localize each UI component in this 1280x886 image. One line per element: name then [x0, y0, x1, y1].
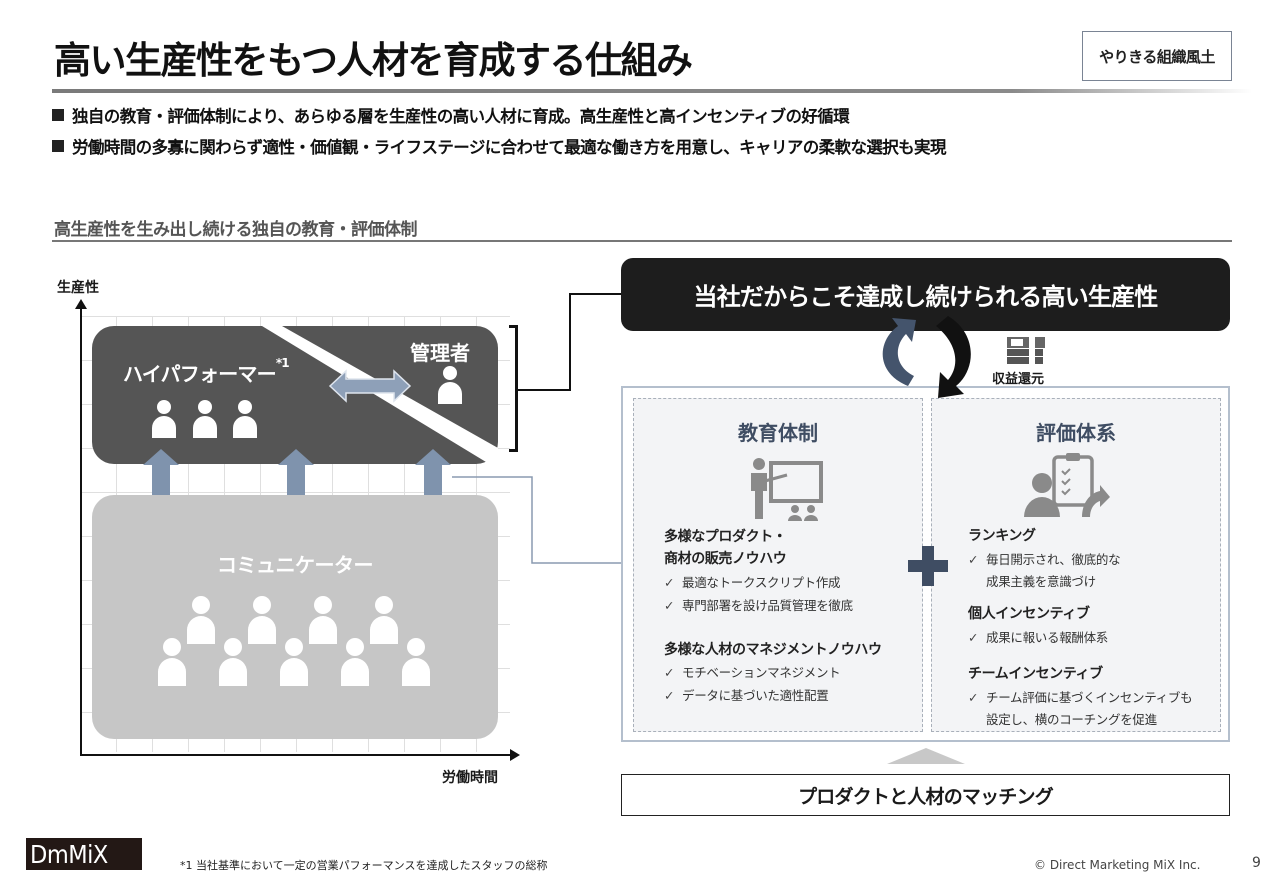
- check-text: モチベーションマネジメント: [682, 665, 841, 680]
- high-performer-label: ハイパフォーマー*1: [123, 356, 290, 387]
- y-axis-label: 生産性: [57, 280, 99, 296]
- check-text: データに基づいた適性配置: [682, 688, 829, 703]
- bidirectional-arrow-icon: [328, 369, 412, 403]
- heading-line: 多様なプロダクト・: [664, 529, 787, 545]
- summary-bullets: 独自の教育・評価体制により、あらゆる層を生産性の高い人材に育成。高生産性と高イン…: [52, 99, 946, 161]
- education-column: 教育体制 多様なプロダクト・ 商材の販売ノウハウ ✓最適なトークスクリプト作成 …: [633, 398, 923, 732]
- x-axis-arrow-icon: [510, 749, 520, 761]
- productivity-banner: 当社だからこそ達成し続けられる高い生産性: [621, 258, 1230, 331]
- person-icon: [341, 638, 369, 686]
- person-icon: [280, 638, 308, 686]
- person-icon: [187, 596, 215, 644]
- matching-box: プロダクトと人材のマッチング: [621, 774, 1230, 816]
- check-icon: ✓: [664, 688, 675, 703]
- x-axis-label: 労働時間: [442, 770, 498, 786]
- person-icon: [309, 596, 337, 644]
- systems-panel: 教育体制 多様なプロダクト・ 商材の販売ノウハウ ✓最適なトークスクリプト作成 …: [621, 386, 1230, 742]
- money-stack-icon: [1007, 337, 1045, 364]
- check-text: 毎日開示され、徹底的な: [986, 552, 1121, 567]
- company-logo: DmMiX: [26, 838, 142, 870]
- check-item: ✓ 専門部署を設け品質管理を徹底: [664, 595, 853, 617]
- communicator-label: コミュニケーター: [217, 553, 374, 577]
- manager-label: 管理者: [410, 341, 470, 365]
- high-performer-text: ハイパフォーマー: [123, 362, 277, 386]
- footnote-mark: *1: [275, 356, 290, 370]
- evaluation-group-heading: 個人インセンティブ: [968, 606, 1090, 622]
- bullet-text: 労働時間の多寡に関わらず適性・価値観・ライフステージに合わせて最適な働き方を用意…: [72, 137, 946, 157]
- education-group-heading: 多様なプロダクト・ 商材の販売ノウハウ: [664, 526, 787, 570]
- check-text: 専門部署を設け品質管理を徹底: [682, 598, 853, 613]
- check-text: チーム評価に基づくインセンティブも: [986, 690, 1193, 705]
- down-cycle-arrow: [936, 316, 971, 398]
- copyright: © Direct Marketing MiX Inc.: [1034, 858, 1201, 872]
- x-axis: [80, 754, 512, 756]
- education-group-heading: 多様な人材のマネジメントノウハウ: [664, 639, 882, 661]
- person-icon: [233, 400, 257, 438]
- teacher-board-icon: [751, 458, 823, 521]
- section-heading: 高生産性を生み出し続ける独自の教育・評価体制: [54, 220, 418, 240]
- evaluation-group-heading: チームインセンティブ: [968, 666, 1103, 682]
- check-icon: ✓: [968, 552, 979, 567]
- bracket-connector: [518, 293, 622, 391]
- communicator-box: コミュニケーター: [92, 495, 498, 739]
- check-item: ✓ モチベーションマネジメント: [664, 662, 841, 684]
- person-icon: [193, 400, 217, 438]
- up-cycle-arrow: [882, 318, 916, 386]
- category-tag: やりきる組織風土: [1082, 31, 1232, 81]
- up-arrow-icon: [415, 449, 451, 495]
- evaluation-title: 評価体系: [1036, 421, 1116, 445]
- evaluation-clipboard-icon: [1024, 453, 1110, 517]
- check-item: ✓ データに基づいた適性配置: [664, 685, 829, 707]
- person-icon: [370, 596, 398, 644]
- check-icon: ✓: [664, 598, 675, 613]
- footnote: *1 当社基準において一定の営業パフォーマンスを達成したスタッフの総称: [180, 859, 548, 872]
- check-item: ✓ 成果に報いる報酬体系: [968, 627, 1108, 649]
- up-arrow-icon: [143, 449, 179, 495]
- manager-person-icon: [438, 366, 462, 404]
- heading-line: 商材の販売ノウハウ: [664, 551, 787, 567]
- person-icon: [402, 638, 430, 686]
- check-text-continued: 設定し、横のコーチングを促進: [986, 712, 1157, 727]
- check-icon: ✓: [968, 690, 979, 705]
- summary-bullet: 独自の教育・評価体制により、あらゆる層を生産性の高い人材に育成。高生産性と高イン…: [52, 99, 946, 130]
- summary-bullet: 労働時間の多寡に関わらず適性・価値観・ライフステージに合わせて最適な働き方を用意…: [52, 130, 946, 161]
- evaluation-group-heading: ランキング: [968, 528, 1036, 544]
- person-icon: [219, 638, 247, 686]
- square-bullet-icon: [52, 139, 64, 152]
- bullet-text: 独自の教育・評価体制により、あらゆる層を生産性の高い人材に育成。高生産性と高イン…: [72, 106, 850, 126]
- page-number: 9: [1252, 855, 1261, 871]
- square-bullet-icon: [52, 108, 64, 121]
- page-title: 高い生産性をもつ人材を育成する仕組み: [54, 39, 693, 82]
- education-title: 教育体制: [738, 421, 818, 445]
- section-divider: [52, 240, 1232, 242]
- heading-line: 多様な人材のマネジメントノウハウ: [664, 642, 882, 658]
- up-arrow-icon: [278, 449, 314, 495]
- check-item: ✓ チーム評価に基づくインセンティブも設定し、横のコーチングを促進: [968, 687, 1193, 731]
- cycle-arrows-icon: [882, 316, 971, 398]
- check-icon: ✓: [664, 665, 675, 680]
- person-icon: [248, 596, 276, 644]
- check-item: ✓ 最適なトークスクリプト作成: [664, 572, 841, 594]
- check-text: 成果に報いる報酬体系: [986, 630, 1109, 645]
- plus-icon: [908, 546, 948, 586]
- profit-return-label: 収益還元: [992, 372, 1045, 387]
- check-icon: ✓: [664, 575, 675, 590]
- y-axis-arrow-icon: [75, 299, 87, 309]
- person-icon: [158, 638, 186, 686]
- check-item: ✓ 毎日開示され、徹底的な成果主義を意識づけ: [968, 549, 1121, 593]
- person-icon: [152, 400, 176, 438]
- check-text: 最適なトークスクリプト作成: [682, 575, 841, 590]
- check-icon: ✓: [968, 630, 979, 645]
- logo-text: DmMiX: [30, 839, 108, 869]
- evaluation-column: 評価体系 ランキング ✓ 毎日開示され、徹底的な成果主義を意識づけ 個人インセンテ…: [931, 398, 1221, 732]
- triangle-up-icon: [887, 748, 965, 764]
- bracket: [509, 325, 518, 452]
- title-divider: [52, 89, 1252, 93]
- check-text-continued: 成果主義を意識づけ: [986, 574, 1096, 589]
- y-axis: [80, 306, 82, 756]
